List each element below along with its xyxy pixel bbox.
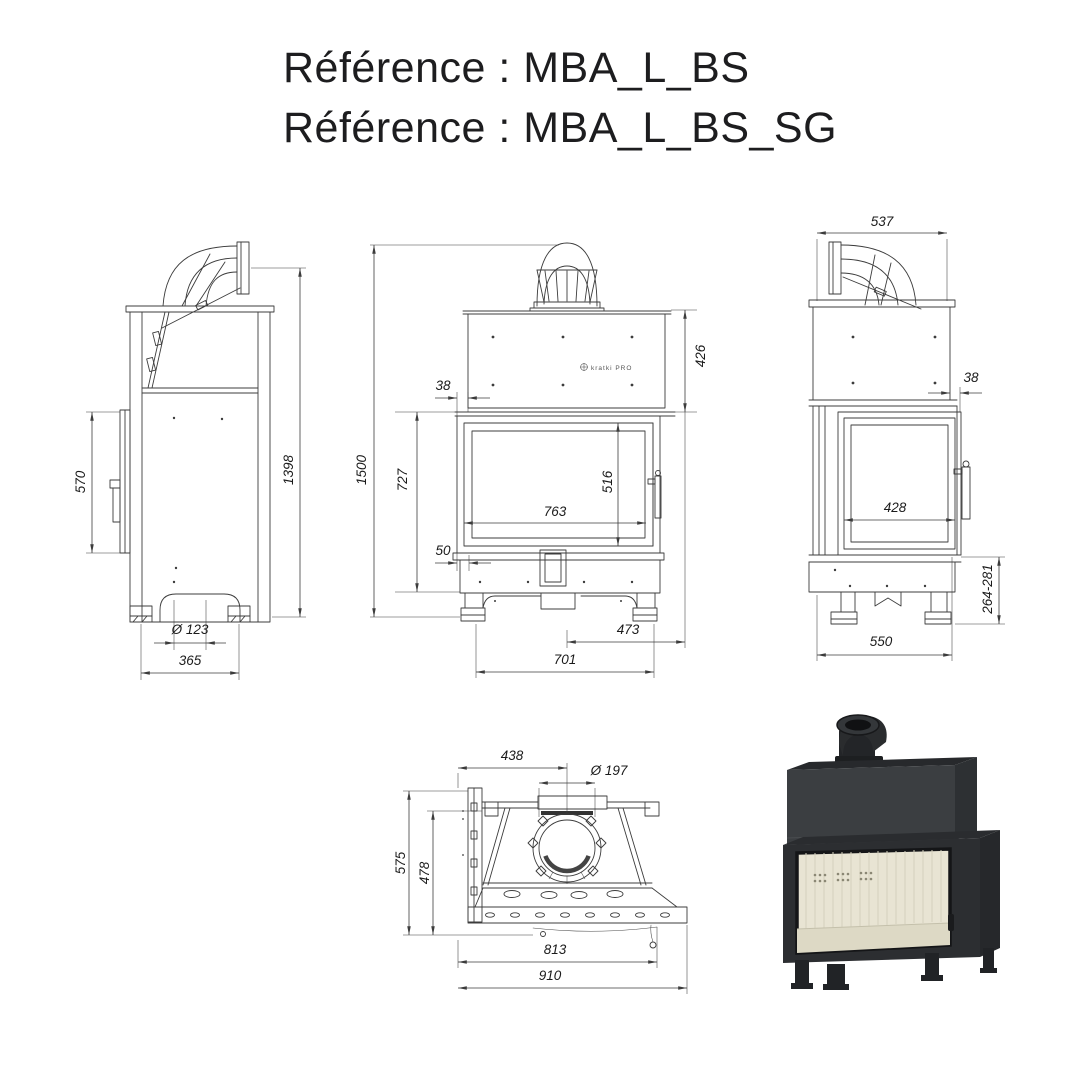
flue-elbow-left xyxy=(161,241,250,329)
dim-label-inner-depth: 478 xyxy=(417,861,432,884)
dim-1500: 1500 xyxy=(354,244,559,618)
dim-570: 570 xyxy=(73,411,120,554)
dim-label-firebox-height: 727 xyxy=(395,468,410,491)
title-block: Référence : MBA_L_BS Référence : MBA_L_B… xyxy=(283,38,837,158)
dim-flue-diameter: Ø 123 xyxy=(154,600,226,650)
glass-side xyxy=(850,424,949,543)
dim-label-flue-diameter-top: Ø 197 xyxy=(590,763,628,778)
firebox-top-outline xyxy=(474,795,678,908)
dim-label-side-offset: 38 xyxy=(963,370,979,385)
dim-727: 727 xyxy=(395,411,460,593)
flue-elbow-render xyxy=(835,714,887,765)
side-view-right: 537 38 428 264-281 550 xyxy=(808,214,1005,661)
dim-550: 550 xyxy=(816,557,953,661)
dim-label-leg-height: 264-281 xyxy=(980,564,995,615)
glass-front xyxy=(471,430,646,539)
door-latch xyxy=(948,914,954,931)
dim-478: 478 xyxy=(417,810,482,935)
product-render xyxy=(783,714,1000,990)
dim-428: 428 xyxy=(844,500,955,522)
dim-label-glass-width-side: 428 xyxy=(884,500,907,515)
dim-label-total-depth: 575 xyxy=(393,851,408,874)
dim-label-top-depth: 537 xyxy=(871,214,894,229)
dim-label-total-height: 1500 xyxy=(354,454,369,485)
dim-label-flue-offset: 438 xyxy=(501,748,524,763)
body-side-left xyxy=(109,305,275,623)
reference-line-1: Référence : MBA_L_BS xyxy=(283,44,750,92)
dim-38-front: 38 xyxy=(435,378,490,416)
flue-elbow-right xyxy=(828,241,922,310)
dim-label-base-width: 701 xyxy=(554,652,577,667)
dim-1398: 1398 xyxy=(251,267,306,618)
side-view-left: 570 1398 Ø 123 365 xyxy=(73,241,306,680)
dim-label-door-height: 570 xyxy=(73,470,88,493)
brand-logo-text: kratki PRO xyxy=(591,365,632,372)
dim-label-hood-height: 426 xyxy=(693,344,708,367)
dim-label-flue-diameter: Ø 123 xyxy=(171,622,209,637)
base-side-right xyxy=(808,554,962,625)
door-handle xyxy=(654,475,662,519)
dim-label-inner-width: 813 xyxy=(544,942,567,957)
flue-collar xyxy=(527,811,607,884)
dim-264-281: 264-281 xyxy=(955,556,1005,625)
dim-910: 910 xyxy=(458,925,688,994)
dim-365: 365 xyxy=(140,624,240,680)
dim-label-base-inner-width: 473 xyxy=(617,622,640,637)
door-handle xyxy=(109,479,121,489)
legs-render xyxy=(791,948,997,990)
dim-763: 763 xyxy=(464,504,646,525)
firebox-interior xyxy=(795,847,954,955)
base-front xyxy=(452,549,665,622)
dim-38-side: 38 xyxy=(928,370,982,412)
dim-label-base-depth: 365 xyxy=(179,653,202,668)
firebox-front xyxy=(456,415,662,554)
dim-label-total-width: 910 xyxy=(539,968,562,983)
dim-197: Ø 197 xyxy=(538,763,628,817)
dim-537: 537 xyxy=(816,214,948,301)
dim-426: 426 xyxy=(671,309,708,648)
door-handle xyxy=(961,466,971,520)
body-side-right xyxy=(808,299,971,556)
dim-516: 516 xyxy=(600,423,620,546)
dim-50: 50 xyxy=(435,543,491,571)
dim-label-top-offset: 38 xyxy=(435,378,451,393)
dim-label-bottom-offset: 50 xyxy=(435,543,451,558)
dim-label-glass-width: 763 xyxy=(544,504,567,519)
pull-chain xyxy=(649,941,657,949)
top-view: 438 Ø 197 575 478 813 910 xyxy=(393,748,688,994)
front-plate-top xyxy=(467,906,688,949)
dim-701: 701 xyxy=(475,624,655,678)
dim-438: 438 xyxy=(457,748,568,813)
reference-line-2: Référence : MBA_L_BS_SG xyxy=(283,104,838,152)
chimney-cap xyxy=(529,242,605,312)
dim-575: 575 xyxy=(393,790,533,936)
dim-label-glass-height: 516 xyxy=(600,470,615,493)
dim-813: 813 xyxy=(457,927,658,968)
dim-label-total-height: 1398 xyxy=(281,454,296,485)
mounting-bracket xyxy=(462,787,483,923)
hood-box xyxy=(454,310,676,417)
front-view: kratki PRO 1500 xyxy=(354,242,708,678)
dim-473: 473 xyxy=(566,622,685,648)
air-vent-dots xyxy=(813,871,873,883)
dim-label-base-depth-side: 550 xyxy=(870,634,893,649)
brand-logo: kratki PRO xyxy=(580,363,632,372)
